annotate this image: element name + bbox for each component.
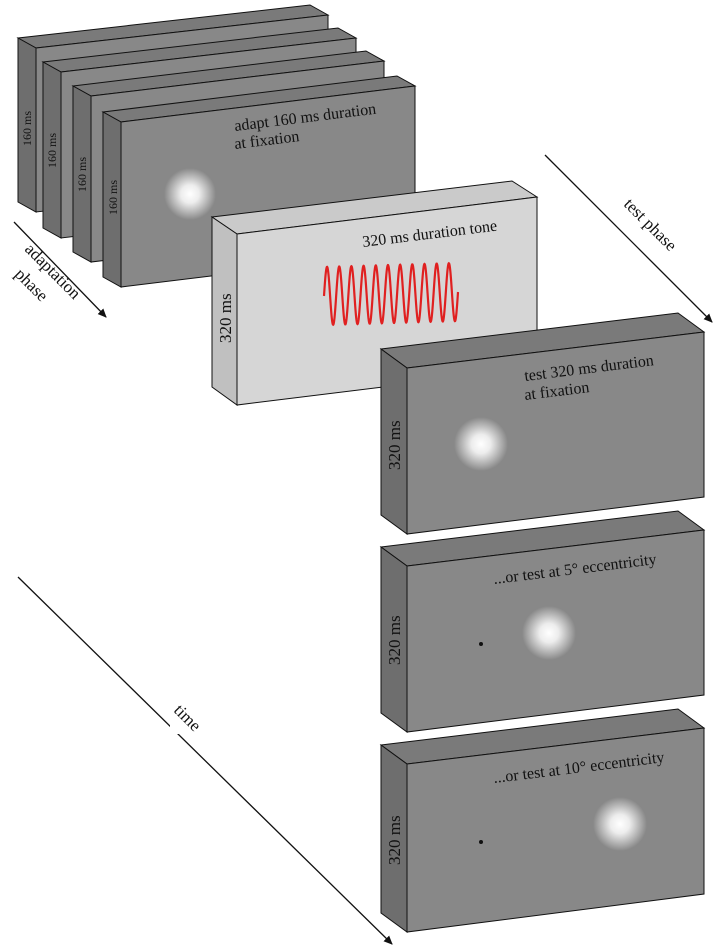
test-2-fixation-dot: [479, 642, 483, 646]
time-arrow: [17, 576, 393, 945]
time-label-gap: [170, 704, 206, 734]
tone-waveform: [322, 261, 460, 327]
tone-duration: 320 ms: [216, 293, 235, 343]
adapt-frame-1-duration: 160 ms: [20, 111, 34, 146]
test-frame-fixation: 320 ms test 320 ms duration at fixation: [379, 312, 706, 535]
test-1-duration: 320 ms: [385, 420, 404, 470]
test-1-stimulus-blob: [454, 417, 508, 471]
adapt-frame-4-duration: 160 ms: [106, 180, 120, 215]
test-frame-5-deg: 320 ms ...or test at 5° eccentricity: [379, 510, 706, 733]
adapt-stimulus-blob: [164, 168, 216, 220]
test-3-stimulus-blob: [593, 797, 647, 851]
test-frame-10-deg: 320 ms ...or test at 10° eccentricity: [379, 708, 706, 933]
test-3-fixation-dot: [479, 840, 483, 844]
test-3-duration: 320 ms: [385, 815, 404, 865]
test-phase-label: test phase: [620, 194, 681, 255]
test-2-duration: 320 ms: [385, 615, 404, 665]
test-phase-arrow: [544, 154, 713, 323]
adapt-frame-2-duration: 160 ms: [45, 133, 59, 168]
adaptation-phase-arrow: [13, 221, 107, 318]
adapt-frame-3-duration: 160 ms: [75, 157, 89, 192]
test-2-stimulus-blob: [522, 606, 576, 660]
